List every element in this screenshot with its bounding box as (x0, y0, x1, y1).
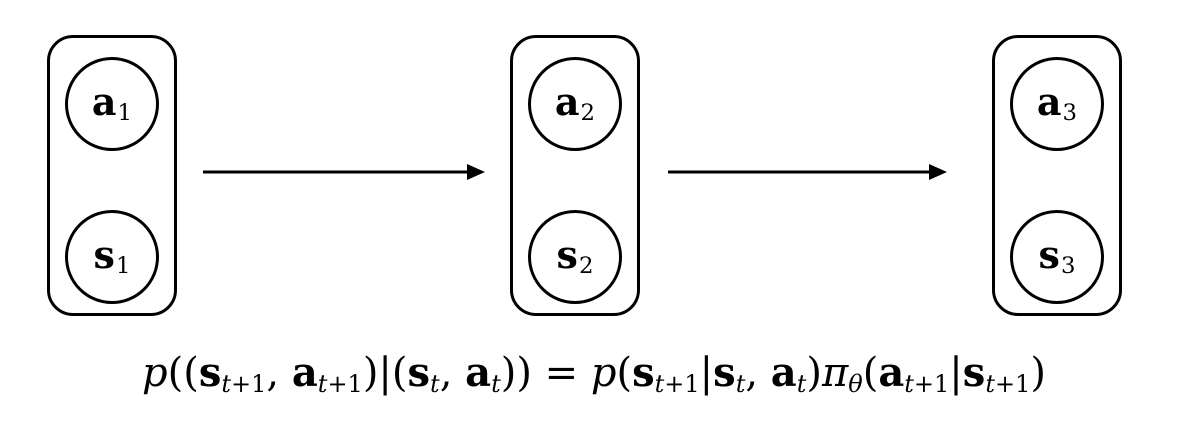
formula-token: t (317, 369, 328, 398)
action-node-a3: a3 (1010, 57, 1104, 151)
node-label-base: a (554, 78, 580, 124)
timestep-box-3: a3 s3 (992, 35, 1122, 316)
formula-token: t (654, 369, 665, 398)
formula-token: ( (616, 350, 633, 396)
formula-token: +1 (994, 369, 1031, 398)
formula-token: +1 (664, 369, 700, 398)
formula-token: π (821, 350, 849, 396)
formula-token: a (878, 349, 905, 396)
formula-token: t (904, 369, 914, 398)
formula-token: s (713, 349, 736, 396)
formula-token: +1 (231, 369, 267, 398)
formula-token: ) (806, 350, 822, 396)
formula-token: | (699, 350, 714, 396)
node-label-a3: a3 (1037, 82, 1078, 127)
node-label-subscript: 3 (1062, 100, 1078, 127)
action-node-a1: a1 (65, 57, 159, 151)
state-node-s2: s2 (528, 210, 622, 304)
node-label-base: s (1038, 231, 1060, 277)
timestep-box-1: a1 s1 (47, 35, 177, 316)
formula-token: | (949, 350, 963, 396)
formula-token: t (985, 369, 995, 398)
formula-token: t (491, 369, 501, 398)
formula-token: a (465, 349, 492, 396)
formula-token: p (142, 350, 168, 396)
formula-token: +1 (913, 369, 950, 398)
transition-arrow-1 (203, 164, 485, 180)
node-label-subscript: 3 (1060, 253, 1076, 280)
node-label-subscript: 1 (117, 100, 133, 127)
formula-token: s (198, 349, 222, 396)
formula-token: s (962, 349, 986, 396)
node-label-s1: s1 (94, 235, 131, 280)
state-node-s1: s1 (65, 210, 159, 304)
formula-token: , (266, 350, 292, 396)
formula-token: ( (862, 350, 879, 396)
action-node-a2: a2 (528, 57, 622, 151)
formula-token: )) = (500, 350, 591, 396)
formula-token: p (590, 350, 617, 396)
formula-token: t (221, 369, 232, 398)
formula-token: s (632, 349, 655, 396)
node-label-subscript: 2 (580, 100, 596, 127)
node-label-a2: a2 (555, 82, 596, 127)
formula-token: (( (167, 350, 199, 396)
node-label-base: s (93, 231, 115, 277)
formula-token: t (796, 369, 807, 398)
transition-arrow-2 (668, 164, 947, 180)
node-label-a1: a1 (92, 82, 133, 127)
formula: p((st+1, at+1)|(st, at)) = p(st+1|st, at… (0, 344, 1188, 402)
formula-token: ) (1030, 350, 1046, 396)
state-node-s3: s3 (1010, 210, 1104, 304)
formula-token: t (735, 369, 746, 398)
node-label-base: a (1036, 78, 1062, 124)
formula-token: +1 (327, 369, 363, 398)
formula-token: t (430, 369, 440, 398)
node-label-s2: s2 (557, 235, 594, 280)
formula-token: s (407, 349, 431, 396)
arrow-head-icon (929, 164, 947, 180)
arrow-head-icon (467, 164, 485, 180)
timestep-box-2: a2 s2 (510, 35, 640, 316)
node-label-s3: s3 (1039, 235, 1076, 280)
formula-token: a (291, 349, 318, 396)
node-label-base: a (91, 78, 117, 124)
formula-token: θ (848, 369, 863, 398)
formula-token: , (745, 350, 771, 396)
node-label-subscript: 2 (578, 253, 594, 280)
formula-token: a (770, 349, 797, 396)
formula-token: , (439, 350, 466, 396)
formula-token: )|( (362, 350, 408, 396)
node-label-base: s (556, 231, 578, 277)
node-label-subscript: 1 (115, 253, 131, 280)
